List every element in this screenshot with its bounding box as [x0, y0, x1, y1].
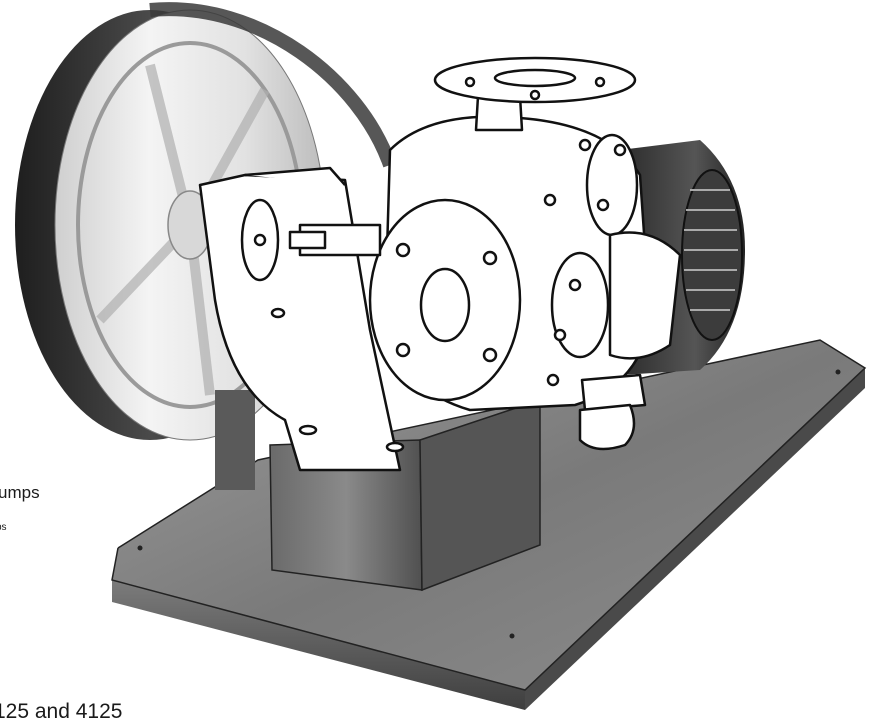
caption-line-3: 125 and 4125: [0, 700, 123, 722]
mounting-block: [269, 398, 541, 592]
pump-body: [198, 56, 682, 472]
caption-line-2: ps: [0, 522, 7, 533]
caption-line-1: umps: [0, 483, 40, 502]
